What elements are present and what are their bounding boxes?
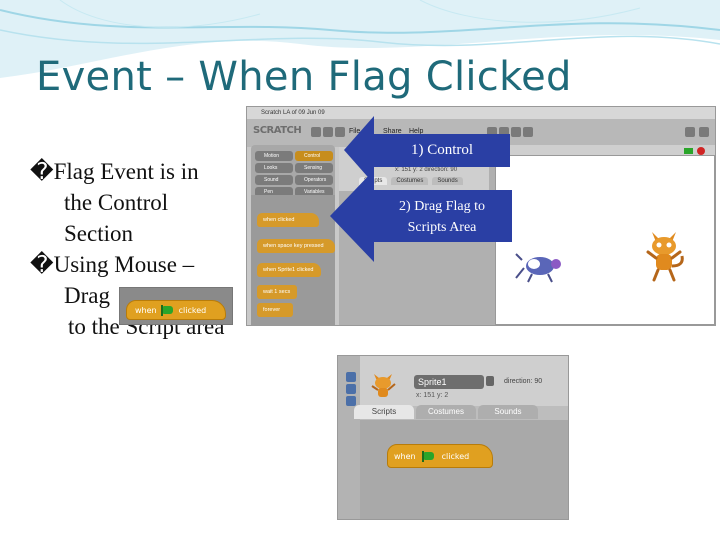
slide-title: Event – When Flag Clicked: [36, 54, 572, 100]
left-toolbar: [338, 356, 360, 519]
callout-2-line-1: 2) Drag Flag to: [399, 199, 485, 214]
block-when-label: when: [135, 305, 157, 315]
script-area[interactable]: [360, 420, 568, 519]
globe-icon[interactable]: [311, 127, 321, 137]
tab-costumes[interactable]: Costumes: [416, 405, 476, 419]
category-sensing[interactable]: Sensing: [295, 163, 333, 173]
sprite-direction: direction: 90: [504, 378, 543, 385]
scratch-logo: SCRATCH: [253, 125, 302, 136]
cat-sprite[interactable]: [642, 226, 686, 282]
block-when-key-pressed[interactable]: when space key pressed: [257, 239, 335, 253]
tab-sounds[interactable]: Sounds: [432, 177, 463, 185]
category-variables[interactable]: Variables: [295, 187, 333, 197]
duplicate-icon[interactable]: [487, 127, 497, 137]
stage-toolbar: [495, 145, 715, 157]
cat-thumbnail-icon: [371, 374, 396, 397]
category-motion[interactable]: Motion: [255, 151, 293, 161]
shrink-icon[interactable]: [523, 127, 533, 137]
bullet-2-line-2: Drag: [64, 283, 110, 308]
lock-icon[interactable]: [486, 376, 494, 386]
presentation-mode-icon[interactable]: [699, 127, 709, 137]
inline-when-flag-clicked-image: when clicked: [119, 287, 233, 325]
block-when-flag-clicked[interactable]: when clicked: [257, 213, 319, 227]
tab-scripts[interactable]: Scripts: [354, 405, 414, 419]
flip-style-icon[interactable]: [346, 384, 356, 394]
callout-2-arrow-icon: [330, 170, 374, 262]
scratch-script-area-zoom: Sprite1 direction: 90 x: 151 y: 2 Script…: [337, 355, 569, 520]
block-palette: when clicked when space key pressed when…: [251, 195, 335, 325]
bullet-1-line-2: the Control: [64, 190, 169, 215]
when-flag-clicked-block: when clicked: [126, 300, 226, 320]
block-when-label: when: [394, 451, 416, 461]
green-flag-icon[interactable]: [684, 148, 693, 154]
rotate-style-icon[interactable]: [346, 372, 356, 382]
when-flag-clicked-block[interactable]: when clicked: [387, 444, 493, 468]
grow-icon[interactable]: [511, 127, 521, 137]
green-flag-icon: [160, 305, 173, 316]
bullet-1: �Flag Event is in: [30, 156, 280, 187]
bullet-2: �Using Mouse –: [30, 249, 280, 280]
bullet-1-line-3: Section: [64, 221, 133, 246]
scratch-window-screenshot: Scratch LA of 09 Jun 09 SCRATCH File Sha…: [246, 106, 716, 326]
tab-costumes[interactable]: Costumes: [391, 177, 429, 185]
tab-sounds[interactable]: Sounds: [478, 405, 538, 419]
menu-share[interactable]: Share: [383, 128, 402, 135]
callout-2-line-2: Scripts Area: [407, 220, 477, 235]
category-pen[interactable]: Pen: [255, 187, 293, 197]
save-icon[interactable]: [323, 127, 333, 137]
window-title: Scratch LA of 09 Jun 09: [247, 107, 715, 119]
stage-size-icon[interactable]: [685, 127, 695, 137]
category-looks[interactable]: Looks: [255, 163, 293, 173]
block-forever[interactable]: forever: [257, 303, 293, 317]
stage[interactable]: [495, 155, 715, 325]
share-icon[interactable]: [335, 127, 345, 137]
bullet-marker: �: [30, 252, 54, 277]
callout-control: 1) Control: [374, 134, 510, 167]
callout-drag-flag: 2) Drag Flag to Scripts Area: [372, 190, 512, 242]
green-flag-icon: [421, 451, 434, 462]
category-sound[interactable]: Sound: [255, 175, 293, 185]
decorative-wave-banner: [0, 0, 720, 78]
block-clicked-label: clicked: [178, 305, 207, 315]
menu-help[interactable]: Help: [409, 128, 424, 135]
bullet-2-text: Using Mouse –: [53, 252, 195, 277]
stop-icon[interactable]: [697, 147, 705, 155]
sprite-name-field[interactable]: Sprite1: [414, 375, 484, 389]
block-wait[interactable]: wait 1 secs: [257, 285, 297, 299]
sprite-coords: x: 151 y: 2: [416, 392, 449, 399]
blue-creature-sprite[interactable]: [514, 248, 570, 284]
category-operators[interactable]: Operators: [295, 175, 333, 185]
bullet-marker: �: [30, 159, 54, 184]
no-rotate-icon[interactable]: [346, 396, 356, 406]
bullet-1-text: Flag Event is in: [53, 159, 199, 184]
block-clicked-label: clicked: [441, 451, 470, 461]
block-when-sprite-clicked[interactable]: when Sprite1 clicked: [257, 263, 321, 277]
delete-icon[interactable]: [499, 127, 509, 137]
category-control[interactable]: Control: [295, 151, 333, 161]
sprite-coords: x: 151 y: 2 direction: 90: [395, 167, 458, 173]
